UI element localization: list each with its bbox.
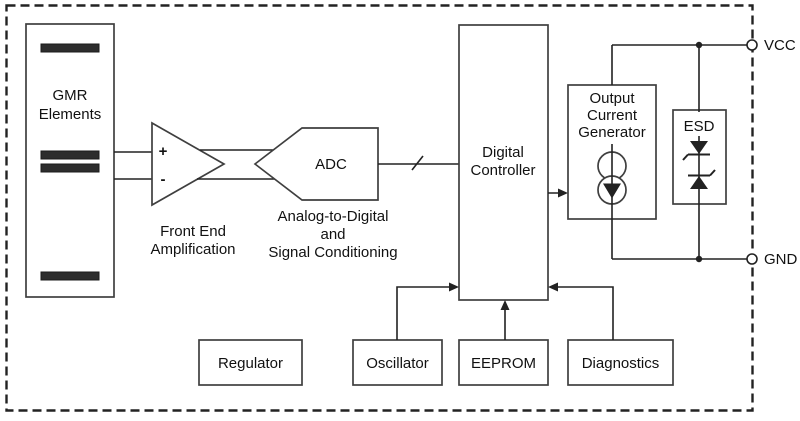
wire-diagnostics-to-controller bbox=[551, 286, 614, 340]
digital-controller-label-line2: Controller bbox=[470, 162, 535, 179]
gmr-resistor-bar bbox=[40, 43, 100, 53]
eeprom-block bbox=[458, 339, 549, 386]
gmr-elements-block bbox=[25, 23, 115, 298]
zener-bottom-wing bbox=[709, 169, 716, 177]
diagnostics-block bbox=[567, 339, 674, 386]
ocg-label-line1: Output bbox=[589, 90, 635, 107]
arrowhead-up-icon bbox=[500, 300, 510, 310]
gnd-label: GND bbox=[764, 251, 798, 268]
zener-bottom-triangle bbox=[690, 176, 708, 189]
zener-top-wing bbox=[682, 153, 689, 161]
gmr-label-line1: GMR bbox=[53, 87, 88, 104]
amp-minus-input-label: - bbox=[161, 171, 166, 188]
front-end-caption-line1: Front End bbox=[160, 223, 226, 240]
arrowhead-right-icon bbox=[558, 188, 568, 198]
front-end-amplifier-symbol bbox=[151, 121, 226, 207]
chip-boundary-dashed-border bbox=[5, 4, 754, 412]
esd-label: ESD bbox=[684, 118, 715, 135]
gmr-resistor-bar bbox=[40, 150, 100, 160]
gmr-label-line2: Elements bbox=[39, 106, 102, 123]
amp-plus-input-label: + bbox=[159, 143, 168, 160]
digital-controller-label-line1: Digital bbox=[482, 144, 524, 161]
ocg-label-line2: Current bbox=[587, 107, 638, 124]
regulator-block bbox=[198, 339, 303, 386]
diagnostics-label: Diagnostics bbox=[582, 355, 660, 372]
eeprom-label: EEPROM bbox=[471, 355, 536, 372]
current-source-icon bbox=[597, 144, 627, 219]
regulator-label: Regulator bbox=[218, 355, 283, 372]
adc-caption-line3: Signal Conditioning bbox=[268, 244, 397, 261]
arrowhead-right-icon bbox=[449, 282, 459, 292]
arrowhead-left-icon bbox=[548, 282, 558, 292]
adc-caption-line1: Analog-to-Digital bbox=[278, 208, 389, 225]
gmr-resistor-bar bbox=[40, 163, 100, 173]
gmr-resistor-bar bbox=[40, 271, 100, 281]
vcc-label: VCC bbox=[764, 37, 796, 54]
oscillator-label: Oscillator bbox=[366, 355, 429, 372]
vcc-terminal-icon bbox=[746, 39, 758, 51]
current-direction-arrow-icon bbox=[603, 183, 621, 199]
zener-diode-down-icon bbox=[682, 141, 710, 161]
ocg-label-line3: Generator bbox=[578, 124, 646, 141]
front-end-caption-line2: Amplification bbox=[150, 241, 235, 258]
wire-oscillator-to-controller bbox=[396, 286, 456, 340]
adc-caption-line2: and bbox=[320, 226, 345, 243]
gnd-terminal-icon bbox=[746, 253, 758, 265]
zener-top-triangle bbox=[690, 141, 708, 154]
zener-diode-up-icon bbox=[688, 169, 716, 189]
bus-slash-mark bbox=[411, 155, 424, 171]
digital-controller-block bbox=[458, 24, 549, 301]
adc-label: ADC bbox=[315, 156, 347, 173]
